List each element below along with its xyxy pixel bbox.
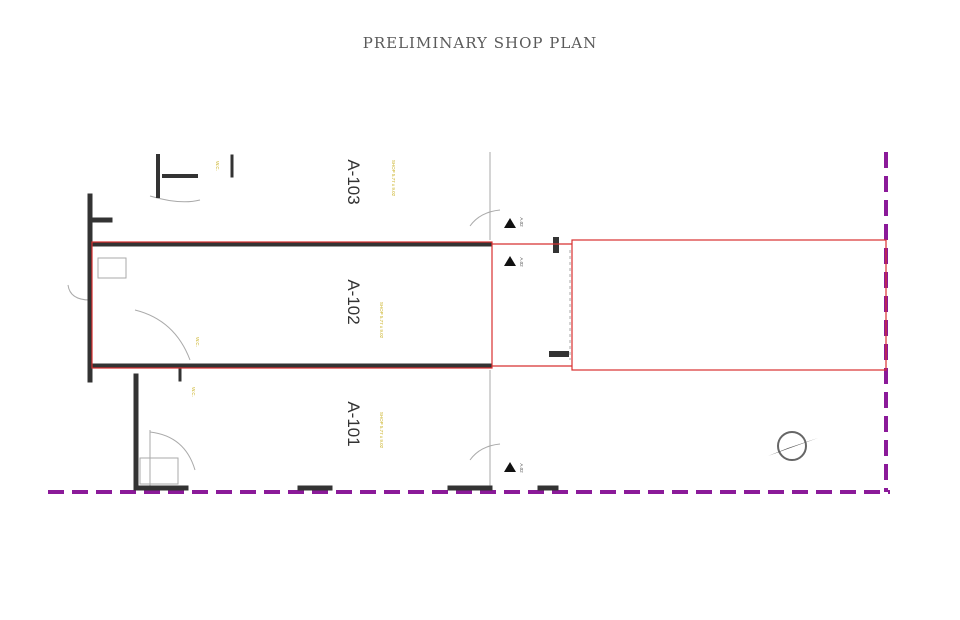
door-tag-a103: A.02 [519,217,524,227]
wc-label-bottom: W.C. [191,387,196,397]
door-tag-icon [504,218,516,228]
unit-label-a102: A-102 [344,279,363,324]
property-boundary [48,152,890,494]
door-tag-icon [504,256,516,266]
door-tag-a101: A.02 [519,463,524,473]
unit-label-a103: A-103 [344,159,363,204]
north-arrow-icon [768,431,818,461]
building-walls [87,154,569,491]
door-tag-a102: A.02 [519,257,524,267]
unit-label-a101: A-101 [344,401,363,446]
area-label-a102: SHOP 5.77 x 9.02 [379,302,384,339]
wc-label-top: W.C. [215,161,220,171]
plan-title: PRELIMINARY SHOP PLAN [362,34,598,52]
area-label-a101: SHOP 5.77 x 9.02 [379,412,384,449]
partition-lines [67,152,571,488]
area-label-a103: SHOP 5.77 x 9.02 [391,160,396,197]
highlighted-unit [91,239,887,371]
wc-label-middle: W.C. [195,337,200,347]
door-tag-icon [504,462,516,472]
